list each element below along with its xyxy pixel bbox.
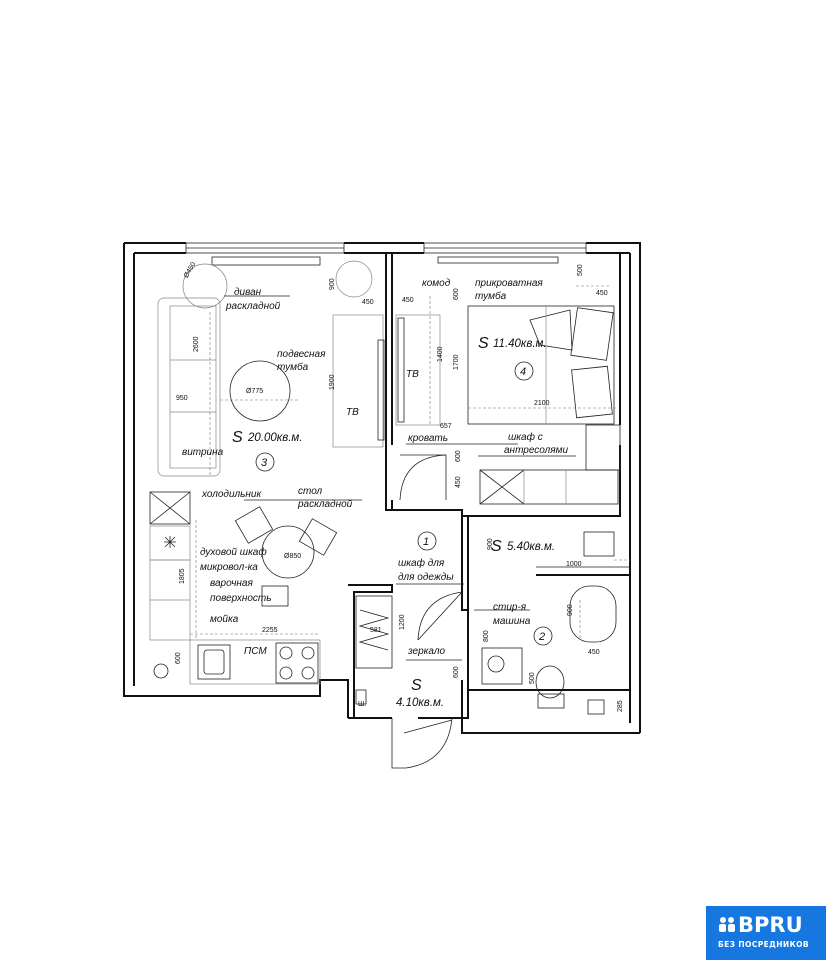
svg-text:4: 4 [520, 366, 526, 378]
svg-text:машина: машина [493, 616, 531, 627]
bed [467, 305, 615, 425]
svg-text:кровать: кровать [408, 433, 448, 444]
svg-text:450: 450 [402, 297, 414, 304]
svg-text:600: 600 [453, 288, 460, 300]
room-4-area: S 11.40кв.м. 4 [478, 335, 547, 381]
svg-text:зеркало: зеркало [407, 646, 445, 657]
room-3-area: S 20.00кв.м. 3 [232, 429, 303, 472]
svg-text:900: 900 [567, 604, 574, 616]
dimension-lines [190, 285, 630, 661]
svg-text:2600: 2600 [193, 336, 200, 352]
doors [391, 454, 463, 769]
sofa [157, 263, 228, 477]
svg-text:500: 500 [577, 264, 584, 276]
kitchen-cabinets [149, 559, 321, 685]
svg-text:800: 800 [483, 630, 490, 642]
room-1-area: 1 S 4.10кв.м. [396, 531, 444, 709]
svg-text:раскладной: раскладной [225, 301, 281, 312]
svg-text:1900: 1900 [329, 374, 336, 390]
svg-text:подвесная: подвесная [277, 349, 326, 360]
svg-text:антресолями: антресолями [504, 445, 568, 456]
room-2-area: S 5.40кв.м. 2 [491, 538, 555, 646]
svg-text:600: 600 [455, 450, 462, 462]
svg-text:657: 657 [440, 423, 452, 430]
svg-text:стир-я: стир-я [493, 602, 527, 613]
svg-text:раскладной: раскладной [297, 499, 353, 510]
logo-brand: BPRU [738, 913, 803, 937]
svg-text:Ш.: Ш. [358, 701, 366, 708]
svg-text:1700: 1700 [453, 354, 460, 370]
svg-text:холодильник: холодильник [201, 489, 262, 500]
svg-text:2: 2 [538, 631, 545, 643]
windows [185, 242, 587, 266]
svg-text:450: 450 [455, 476, 462, 488]
svg-text:1805: 1805 [179, 568, 186, 584]
svg-text:900: 900 [487, 538, 494, 550]
svg-text:2255: 2255 [262, 627, 278, 634]
svg-text:500: 500 [529, 672, 536, 684]
coffee-table [229, 360, 291, 422]
svg-text:20.00кв.м.: 20.00кв.м. [247, 432, 303, 444]
logo-subtitle: БЕЗ ПОСРЕДНИКОВ [718, 940, 810, 949]
svg-text:поверхность: поверхность [210, 593, 272, 604]
svg-text:шкаф с: шкаф с [508, 431, 543, 443]
svg-text:варочная: варочная [210, 578, 253, 589]
dimension-labels: Ø450 900 450 2600 Ø775 950 1900 Ø850 180… [175, 261, 624, 712]
exterior-walls [123, 242, 641, 734]
closet-hall [355, 595, 393, 705]
furniture-labels: диван раскладной подвесная тумба ТВ ТВ в… [182, 278, 568, 708]
svg-text:прикроватная: прикроватная [475, 278, 543, 289]
svg-text:духовой шкаф: духовой шкаф [200, 546, 267, 558]
svg-text:ТВ: ТВ [346, 407, 359, 418]
svg-text:2100: 2100 [534, 400, 550, 407]
svg-text:комод: комод [422, 278, 451, 289]
svg-text:1: 1 [423, 536, 429, 548]
svg-text:450: 450 [588, 649, 600, 656]
svg-text:600: 600 [175, 652, 182, 664]
interior-walls [348, 253, 630, 719]
svg-text:тумба: тумба [475, 290, 507, 302]
svg-text:1000: 1000 [566, 561, 582, 568]
svg-text:для одежды: для одежды [398, 572, 454, 583]
svg-text:5.40кв.м.: 5.40кв.м. [507, 541, 555, 553]
svg-text:стол: стол [298, 486, 323, 497]
svg-text:600: 600 [453, 666, 460, 678]
svg-text:285: 285 [617, 700, 624, 712]
people-icon [719, 917, 735, 932]
svg-text:1200: 1200 [399, 614, 406, 630]
svg-text:витрина: витрина [182, 447, 224, 458]
bpru-logo: BPRU БЕЗ ПОСРЕДНИКОВ [706, 906, 826, 960]
dresser [395, 314, 441, 426]
dining-table [234, 506, 338, 607]
svg-text:950: 950 [176, 395, 188, 402]
svg-text:S: S [478, 335, 489, 352]
bathroom-fixtures [481, 531, 617, 715]
tv-stand [332, 260, 385, 448]
svg-text:S: S [411, 677, 422, 694]
svg-text:Ø450: Ø450 [183, 261, 198, 279]
svg-text:S: S [232, 429, 243, 446]
svg-text:микровол-ка: микровол-ка [200, 562, 258, 573]
svg-text:11.40кв.м.: 11.40кв.м. [493, 338, 547, 350]
wardrobe-mezzanine [479, 424, 621, 505]
svg-text:1400: 1400 [437, 346, 444, 362]
svg-text:900: 900 [329, 278, 336, 290]
svg-text:450: 450 [362, 299, 374, 306]
showcase [149, 491, 191, 525]
svg-text:Ø850: Ø850 [284, 553, 301, 560]
svg-text:мойка: мойка [210, 614, 239, 625]
svg-text:ПСМ: ПСМ [244, 646, 267, 657]
svg-text:3: 3 [261, 457, 268, 469]
svg-text:тумба: тумба [277, 361, 309, 373]
svg-text:581: 581 [370, 627, 382, 634]
svg-text:шкаф для: шкаф для [398, 557, 445, 569]
svg-text:диван: диван [234, 287, 262, 298]
fridge [149, 525, 191, 561]
svg-text:Ø775: Ø775 [246, 388, 263, 395]
svg-text:S: S [491, 538, 502, 555]
svg-text:4.10кв.м.: 4.10кв.м. [396, 697, 444, 709]
svg-text:450: 450 [596, 290, 608, 297]
svg-text:ТВ: ТВ [406, 369, 419, 380]
